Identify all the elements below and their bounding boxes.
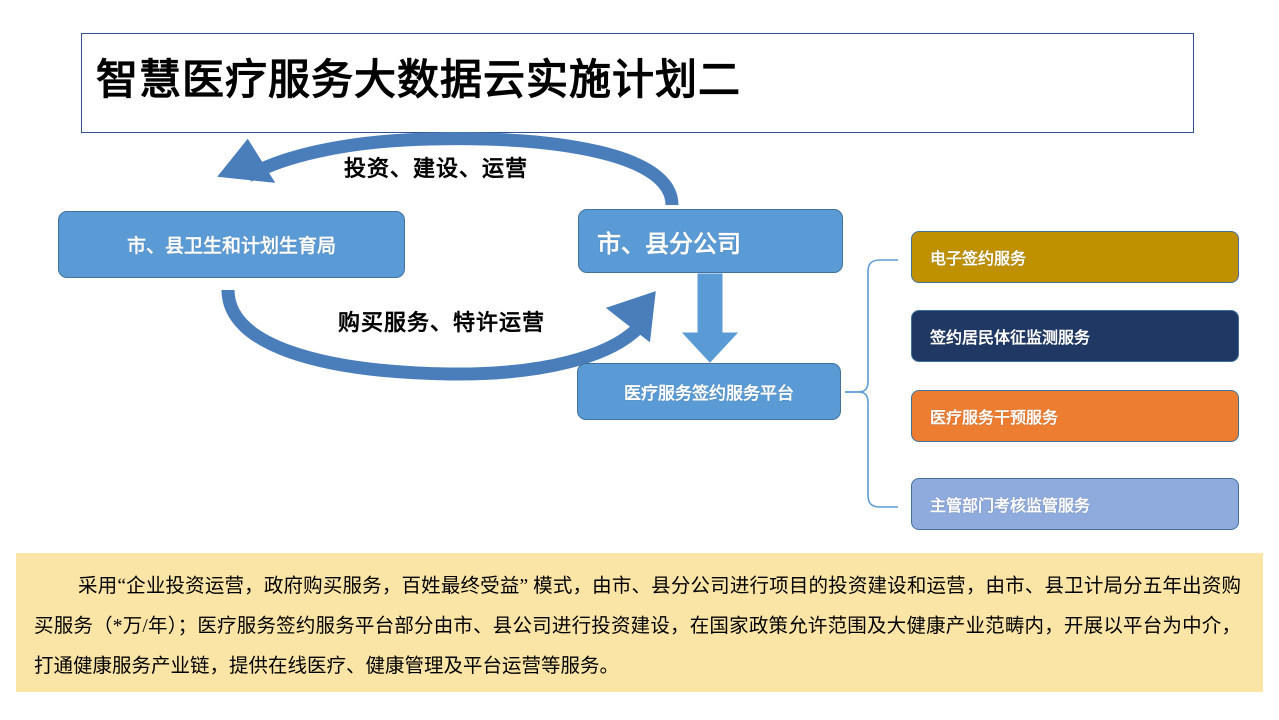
page-title: 智慧医疗服务大数据云实施计划二	[96, 56, 742, 103]
service-box-authority-supervision[interactable]: 主管部门考核监管服务	[911, 478, 1239, 530]
note-text: 采用“企业投资运营，政府购买服务，百姓最终受益” 模式，由市、县分公司进行项目的…	[34, 576, 1241, 677]
note-panel: 采用“企业投资运营，政府购买服务，百姓最终受益” 模式，由市、县分公司进行项目的…	[16, 553, 1263, 692]
node-health-bureau-label: 市、县卫生和计划生育局	[126, 236, 336, 257]
platform-services-brace	[845, 259, 898, 508]
service-box-electronic-signing-label: 电子签约服务	[930, 251, 1027, 268]
arrow-label-purchase-franchise: 购买服务、特许运营	[338, 310, 546, 335]
node-branch-company[interactable]: 市、县分公司	[578, 209, 843, 273]
service-box-resident-vitals-monitoring-label: 签约居民体征监测服务	[930, 330, 1091, 347]
service-box-medical-intervention[interactable]: 医疗服务干预服务	[911, 390, 1239, 442]
service-box-authority-supervision-label: 主管部门考核监管服务	[930, 498, 1091, 515]
arrow-company-to-platform	[681, 273, 739, 363]
service-box-electronic-signing[interactable]: 电子签约服务	[911, 231, 1239, 283]
service-box-medical-intervention-label: 医疗服务干预服务	[930, 410, 1059, 427]
node-platform-label: 医疗服务签约服务平台	[624, 384, 794, 403]
node-health-bureau[interactable]: 市、县卫生和计划生育局	[58, 211, 405, 278]
node-platform[interactable]: 医疗服务签约服务平台	[577, 363, 841, 420]
node-branch-company-label: 市、县分公司	[597, 230, 741, 258]
arrow-label-invest-build-operate: 投资、建设、运营	[344, 156, 529, 181]
title-box: 智慧医疗服务大数据云实施计划二	[81, 33, 1194, 133]
service-box-resident-vitals-monitoring[interactable]: 签约居民体征监测服务	[911, 310, 1239, 362]
